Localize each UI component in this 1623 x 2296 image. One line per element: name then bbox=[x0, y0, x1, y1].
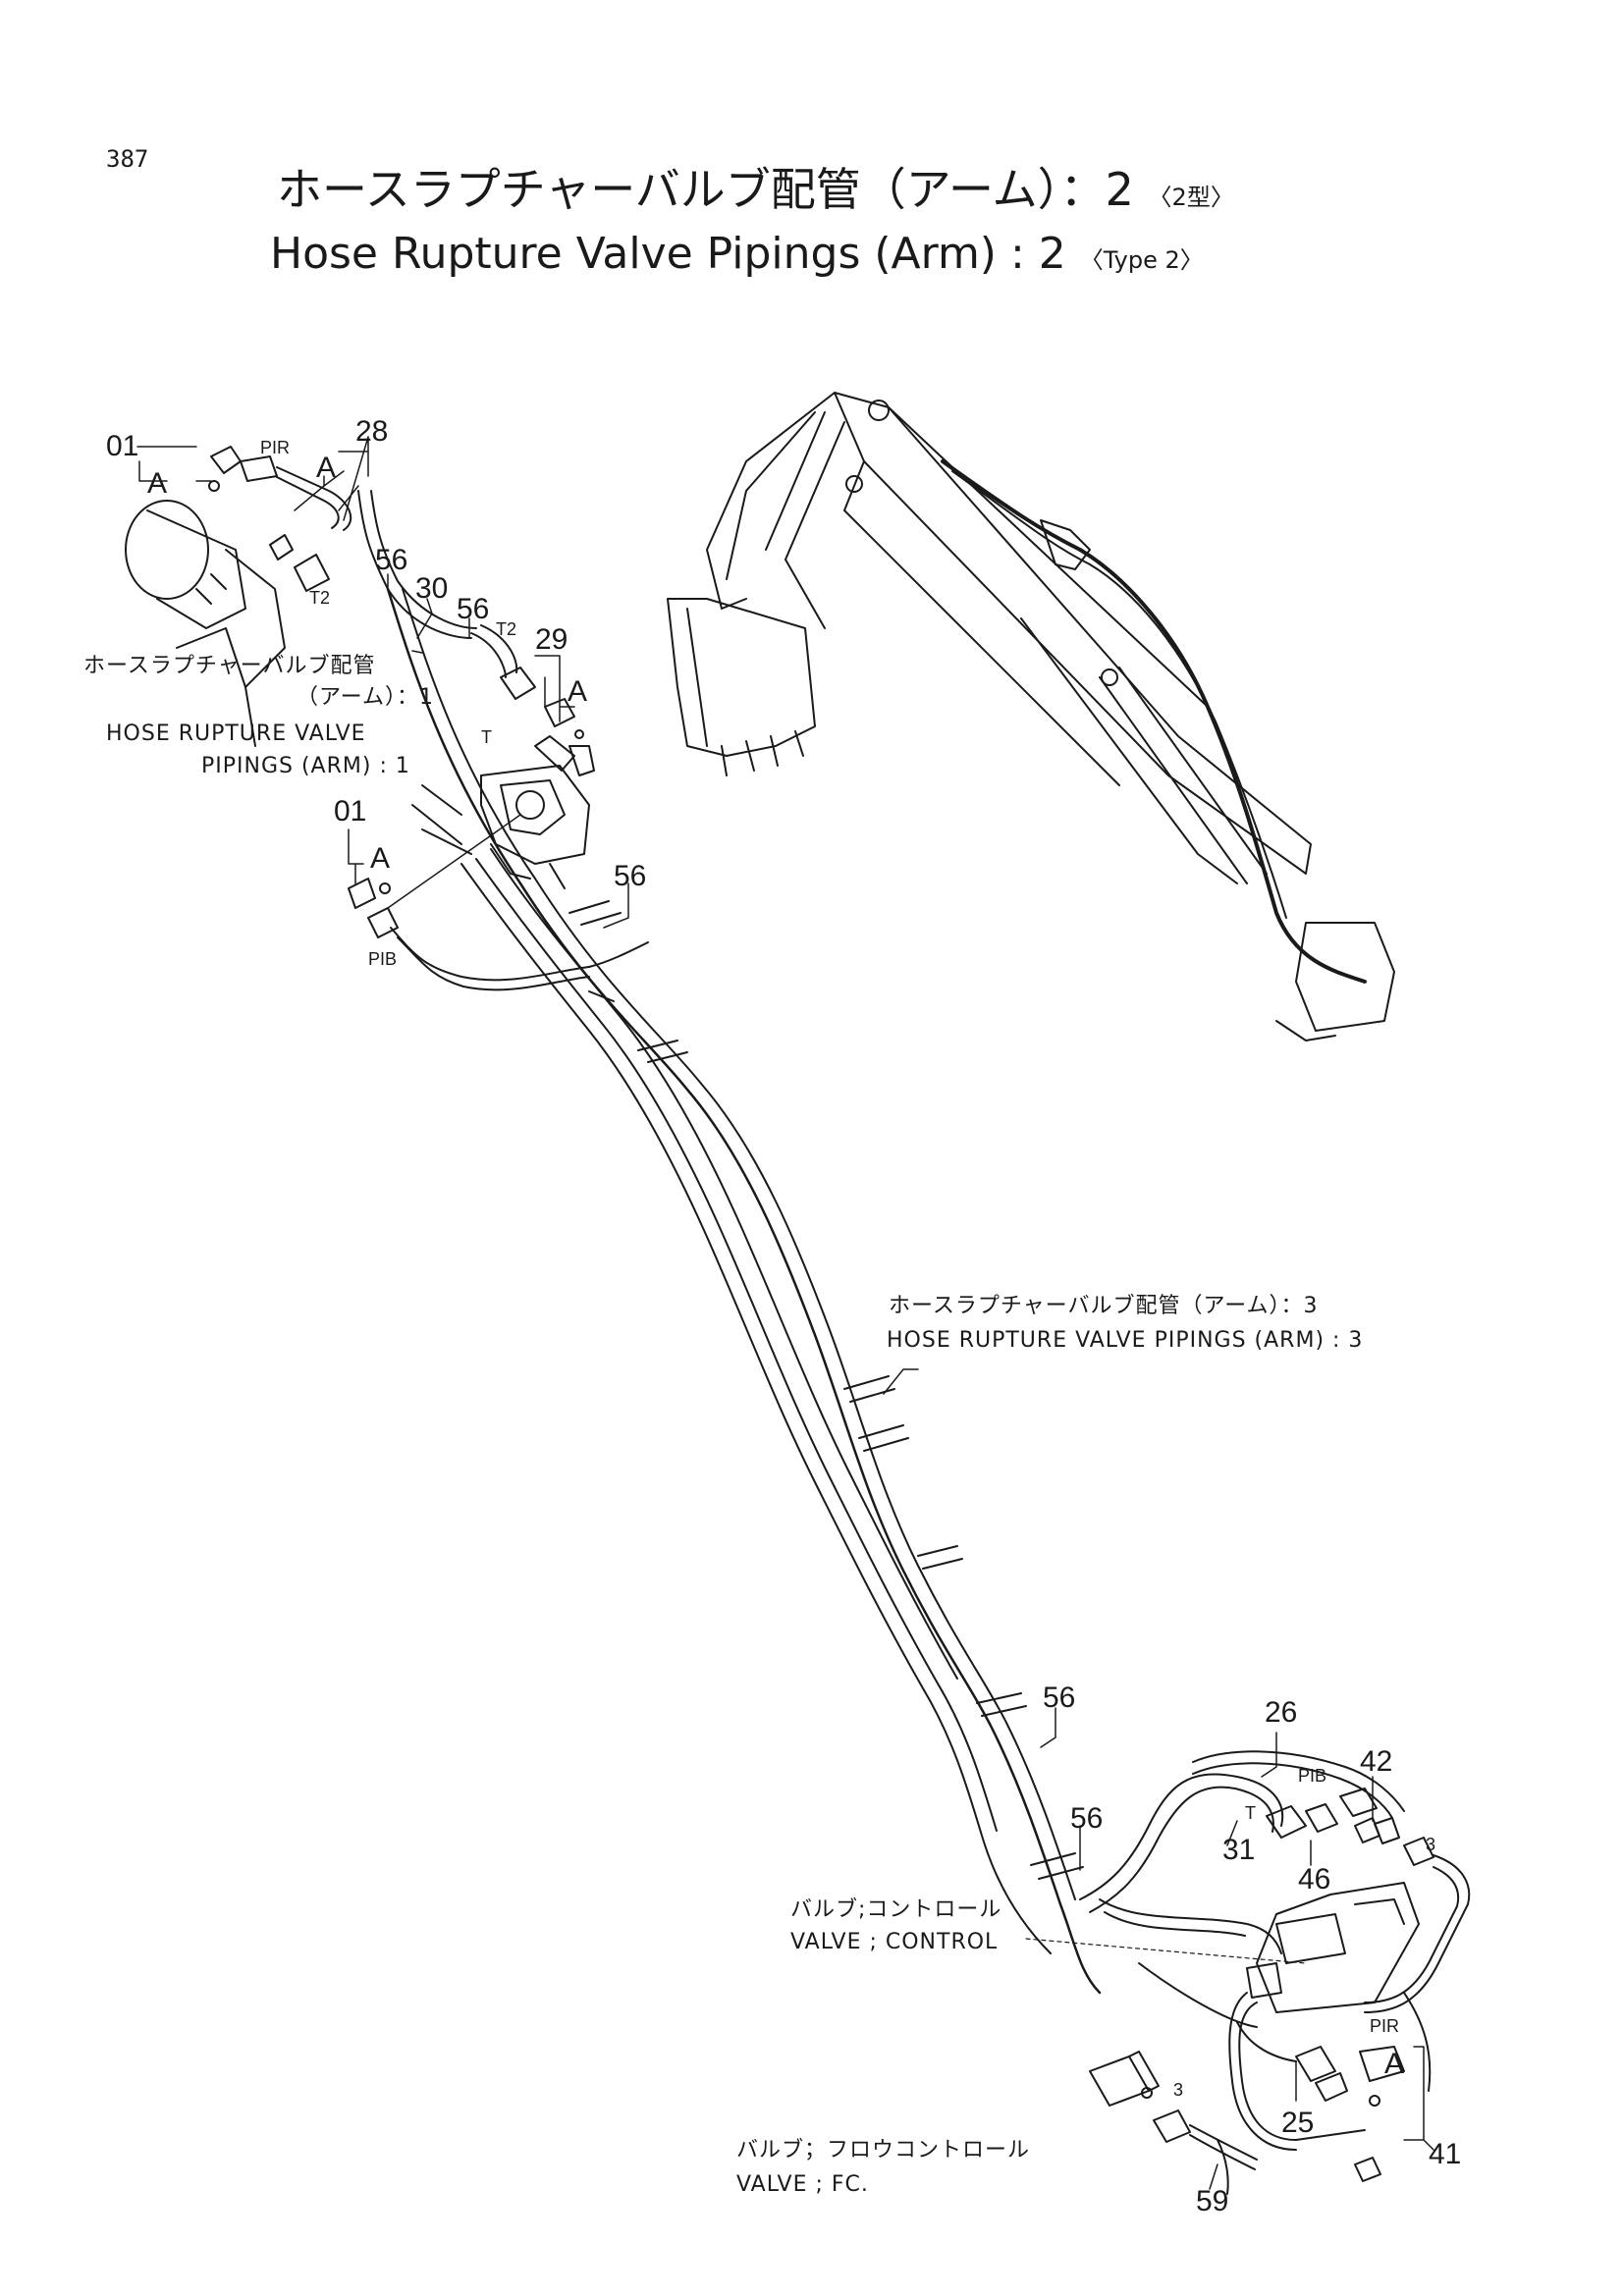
part-ref-41: 41 bbox=[1429, 2138, 1462, 2170]
callout-arm1-en: HOSE RUPTURE VALVE bbox=[106, 721, 366, 746]
label-t-top: T bbox=[481, 727, 492, 747]
title-en: Hose Rupture Valve Pipings (Arm) : 2 〈Ty… bbox=[270, 233, 1204, 276]
ref-A5: A bbox=[1384, 2048, 1405, 2080]
part-ref-26: 26 bbox=[1265, 1696, 1298, 1729]
title-en-text: Hose Rupture Valve Pipings (Arm) : 2 bbox=[270, 229, 1066, 279]
callout-arm1-jp: ホースラプチャーバルブ配管 bbox=[83, 654, 376, 678]
part-ref-46: 46 bbox=[1298, 1863, 1331, 1896]
part-ref-56-c: 56 bbox=[614, 860, 647, 892]
part-ref-25: 25 bbox=[1281, 2107, 1315, 2139]
lower-valve-assembly bbox=[1025, 1750, 1471, 2195]
label-3-right: 3 bbox=[1426, 1835, 1436, 1854]
title-jp-type: 〈2型〉 bbox=[1148, 184, 1234, 211]
label-pir-bottom: PIR bbox=[1370, 2016, 1400, 2036]
label-pib-left: PIB bbox=[368, 949, 398, 969]
callout-control-valve-en: VALVE ; CONTROL bbox=[790, 1930, 999, 1954]
title-jp-text: ホースラプチャーバルブ配管（アーム）：2 bbox=[277, 163, 1134, 216]
label-pib-right: PIB bbox=[1298, 1766, 1327, 1786]
hose-t2-top bbox=[357, 490, 595, 776]
ref-A1: A bbox=[147, 467, 168, 500]
title-jp: ホースラプチャーバルブ配管（アーム）：2 〈2型〉 bbox=[277, 167, 1234, 212]
control-valve-assembly-left bbox=[348, 765, 649, 991]
excavator-arm-illustration bbox=[667, 392, 1395, 1041]
callout-arm1-en2: PIPINGS (ARM) : 1 bbox=[201, 754, 410, 778]
part-ref-01-bottom: 01 bbox=[334, 795, 367, 828]
callout-arm1-jp2: （アーム）：1 bbox=[297, 685, 435, 710]
ref-A2: A bbox=[316, 452, 337, 484]
main-hose-bundle bbox=[386, 587, 1102, 1995]
title-en-type: 〈Type 2〉 bbox=[1079, 246, 1204, 274]
label-t2-a: T2 bbox=[309, 588, 331, 608]
label-t2-b: T2 bbox=[496, 619, 517, 639]
label-pir-top: PIR bbox=[260, 438, 291, 457]
part-ref-28: 28 bbox=[355, 415, 389, 448]
callout-control-valve-jp: バルブ;コントロール bbox=[790, 1897, 1002, 1922]
part-ref-31: 31 bbox=[1222, 1834, 1256, 1866]
leader-lines bbox=[136, 436, 1434, 2190]
part-ref-56-e: 56 bbox=[1070, 1802, 1104, 1835]
page-number: 387 bbox=[106, 145, 149, 173]
hose-rupture-valve-assembly-top bbox=[125, 446, 352, 747]
part-ref-56-a: 56 bbox=[375, 544, 408, 576]
ref-A3: A bbox=[568, 675, 588, 708]
part-ref-56-d: 56 bbox=[1043, 1682, 1076, 1714]
part-ref-29: 29 bbox=[535, 623, 568, 656]
label-t-bottom: T bbox=[1245, 1803, 1256, 1823]
ref-A4: A bbox=[370, 842, 391, 875]
part-ref-56-b: 56 bbox=[457, 593, 490, 625]
label-3-fc: 3 bbox=[1173, 2080, 1184, 2100]
callout-fc-valve-en: VALVE ; FC. bbox=[736, 2172, 869, 2197]
callout-arm3-en: HOSE RUPTURE VALVE PIPINGS (ARM) : 3 bbox=[887, 1328, 1364, 1353]
part-ref-59: 59 bbox=[1196, 2185, 1229, 2217]
callout-fc-valve-jp: バルブ；フロウコントロール bbox=[736, 2138, 1031, 2163]
callout-arm3-jp: ホースラプチャーバルブ配管（アーム）：3 bbox=[889, 1294, 1319, 1318]
part-ref-42: 42 bbox=[1360, 1745, 1393, 1778]
part-ref-30: 30 bbox=[415, 572, 449, 605]
part-ref-01-top: 01 bbox=[106, 430, 139, 462]
